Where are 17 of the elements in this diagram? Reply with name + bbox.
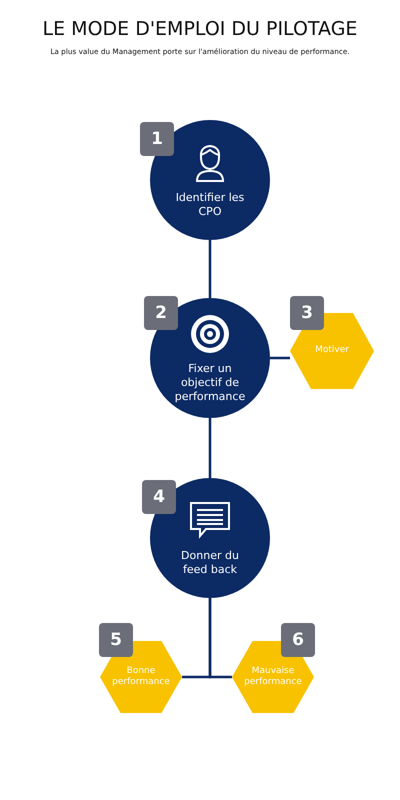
step-number-badge: 4: [142, 480, 176, 514]
connector-line: [208, 240, 212, 298]
connector-line: [208, 598, 232, 678]
node-label: Donner du feed back: [180, 549, 240, 577]
node-label: Fixer un objectif de performance: [174, 362, 246, 404]
step-number-badge: 6: [281, 623, 315, 657]
step-number-badge: 5: [99, 623, 133, 657]
node-label: Motiver: [315, 345, 349, 357]
title: LE MODE D'EMPLOI DU PILOTAGE: [42, 18, 358, 40]
node-label: Mauvaise performance: [243, 666, 303, 688]
node-label: Bonne performance: [111, 666, 171, 688]
step-number-badge: 3: [290, 296, 324, 330]
step-number-badge: 1: [140, 122, 174, 156]
step-number-badge: 2: [144, 296, 178, 330]
connector-line: [270, 356, 290, 360]
connector-line: [208, 418, 212, 478]
node-label: Identifier les CPO: [174, 191, 246, 219]
